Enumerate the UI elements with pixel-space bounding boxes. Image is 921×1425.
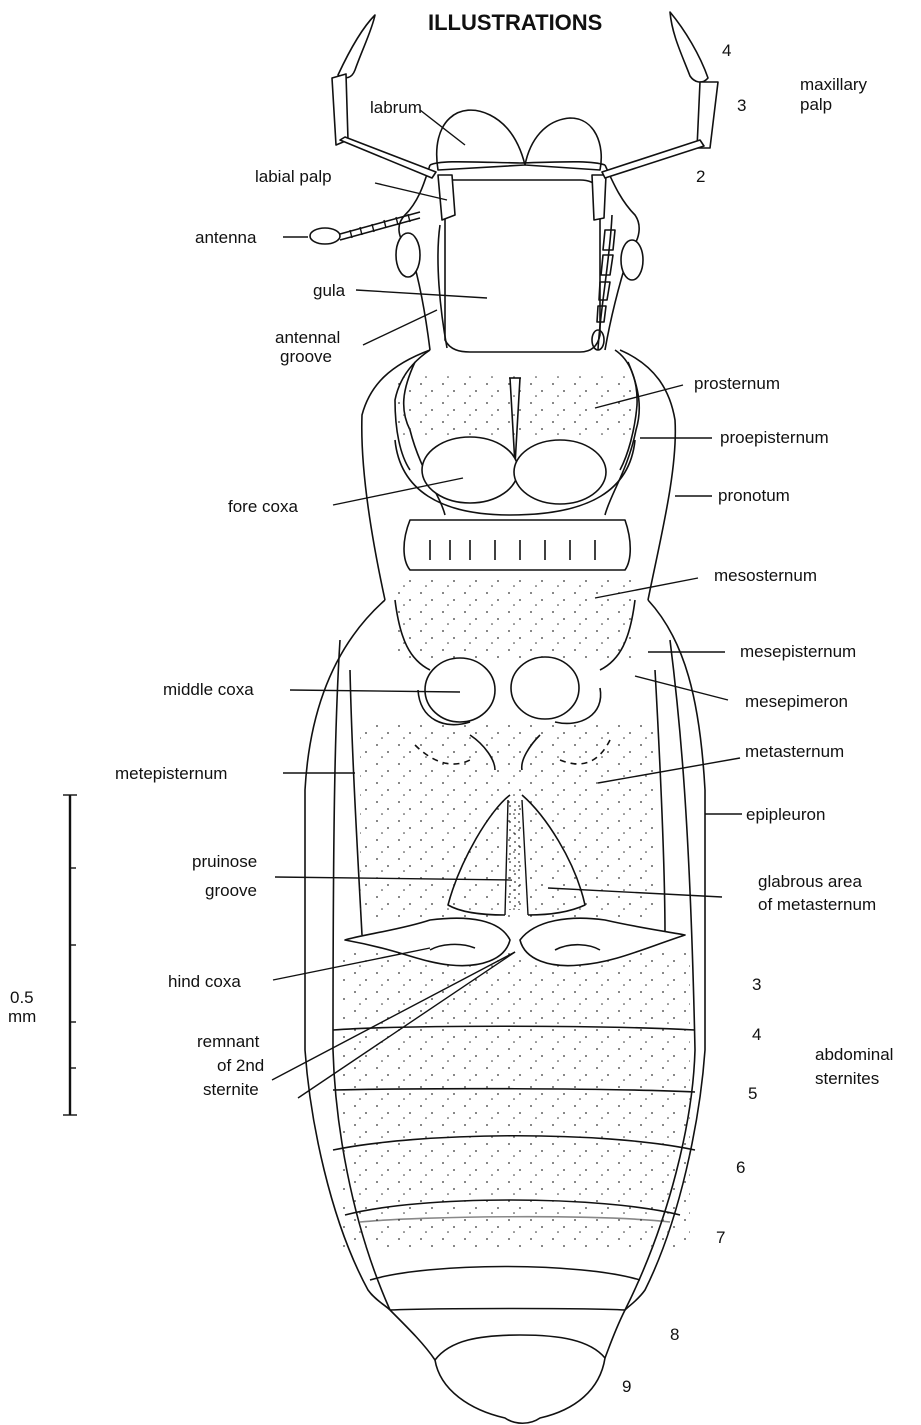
abdomen-stipple: [340, 950, 690, 1250]
label-antenna: antenna: [195, 228, 257, 247]
label-pronotum: pronotum: [718, 486, 790, 505]
label-abdominal: abdominal: [815, 1045, 893, 1064]
sternite-number: 8: [670, 1325, 679, 1344]
label-palp: palp: [800, 95, 832, 114]
label-middle-coxa: middle coxa: [163, 680, 254, 699]
label-remnant-3: sternite: [203, 1080, 259, 1099]
label-groove: groove: [280, 347, 332, 366]
palp-number: 3: [737, 96, 746, 115]
mesosternum-stipple: [395, 580, 635, 660]
label-glabrous-1: glabrous area: [758, 872, 863, 891]
sternite-number: 4: [752, 1025, 761, 1044]
figure-header: ILLUSTRATIONS: [428, 10, 602, 35]
label-sternites: sternites: [815, 1069, 879, 1088]
label-labial-palp: labial palp: [255, 167, 332, 186]
sternite-number: 7: [716, 1228, 725, 1247]
label-metasternum: metasternum: [745, 742, 844, 761]
scale-value: 0.5: [10, 988, 34, 1007]
label-proepisternum: proepisternum: [720, 428, 829, 447]
label-pruinose: pruinose: [192, 852, 257, 871]
palp-number: 2: [696, 167, 705, 186]
sternite-number: 9: [622, 1377, 631, 1396]
maxillary-palps: [332, 12, 718, 178]
label-remnant-2: of 2nd: [217, 1056, 264, 1075]
label-mesepisternum: mesepisternum: [740, 642, 856, 661]
label-labrum: labrum: [370, 98, 422, 117]
sternite-number: 6: [736, 1158, 745, 1177]
label-mesosternum: mesosternum: [714, 566, 817, 585]
label-mesepimeron: mesepimeron: [745, 692, 848, 711]
label-pruinose-groove: groove: [205, 881, 257, 900]
label-hind-coxa: hind coxa: [168, 972, 241, 991]
scale-unit: mm: [8, 1007, 36, 1026]
label-maxillary: maxillary: [800, 75, 868, 94]
label-fore-coxa: fore coxa: [228, 497, 298, 516]
palp-number: 4: [722, 41, 731, 60]
sternite-number: 5: [748, 1084, 757, 1103]
head: [396, 110, 643, 352]
sternite-number: 3: [752, 975, 761, 994]
label-gula: gula: [313, 281, 346, 300]
label-glabrous-2: of metasternum: [758, 895, 876, 914]
label-remnant-1: remnant: [197, 1032, 260, 1051]
label-metepisternum: metepisternum: [115, 764, 227, 783]
label-epipleuron: epipleuron: [746, 805, 825, 824]
scale-bar: 0.5 mm: [8, 795, 77, 1115]
label-antennal: antennal: [275, 328, 340, 347]
prosternum-stipple: [395, 375, 635, 435]
label-prosternum: prosternum: [694, 374, 780, 393]
